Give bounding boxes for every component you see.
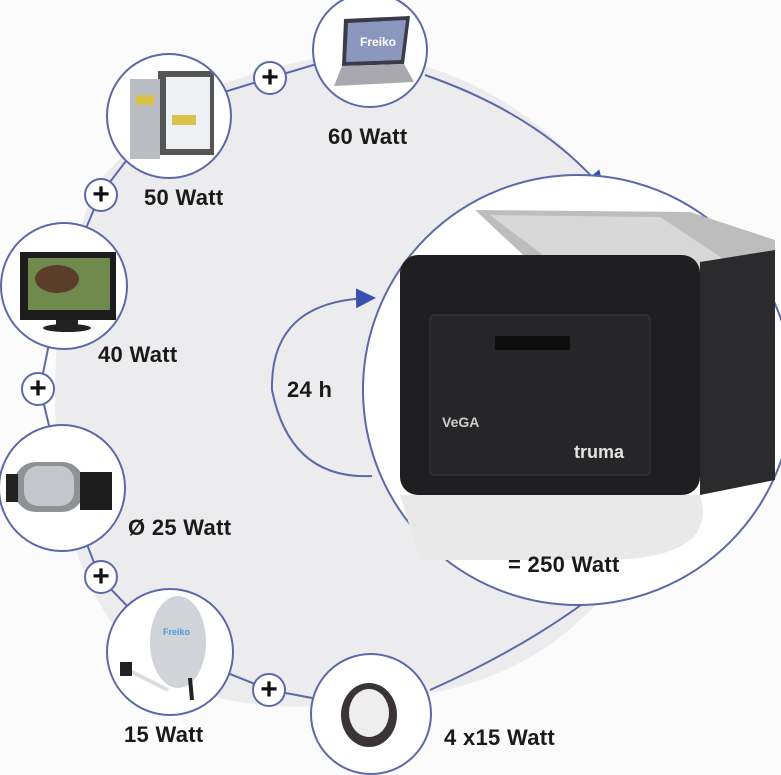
satellite-dish-icon: Freiko	[120, 596, 206, 701]
water-heater-node	[0, 424, 126, 552]
fridge-icon	[130, 71, 214, 159]
laptop-node: Freiko	[312, 0, 428, 108]
total-watt-label: = 250 Watt	[508, 552, 620, 577]
boiler-icon	[6, 462, 112, 512]
lamp-watt-label: 4 x15 Watt	[444, 725, 556, 750]
laptop-watt-label: 60 Watt	[328, 124, 408, 149]
cycle-arrow	[270, 288, 376, 478]
tv-icon	[20, 252, 116, 332]
generator-brand-logo: truma	[574, 442, 625, 462]
laptop-icon: Freiko	[334, 16, 414, 86]
arrow-to-generator	[424, 74, 605, 192]
plus-icon: +	[84, 560, 118, 594]
spotlight-icon	[341, 683, 397, 747]
plus-icon: +	[252, 673, 286, 707]
plus-icon: +	[84, 178, 118, 212]
water-heater-watt-label: Ø 25 Watt	[128, 515, 232, 540]
plus-icon: +	[21, 372, 55, 406]
svg-text:Freiko: Freiko	[360, 35, 396, 49]
fridge-node	[106, 53, 232, 179]
svg-text:Freiko: Freiko	[163, 627, 191, 637]
fridge-watt-label: 50 Watt	[144, 185, 224, 210]
lamp-node	[310, 653, 432, 775]
plus-icon: +	[253, 61, 287, 95]
generator-image	[400, 210, 775, 560]
generator-model-label: VeGA	[442, 414, 480, 430]
tv-watt-label: 40 Watt	[98, 342, 178, 367]
satellite-dish-watt-label: 15 Watt	[124, 722, 204, 747]
satellite-dish-node: Freiko	[106, 588, 234, 716]
cycle-duration-label: 24 h	[287, 377, 333, 402]
tv-node	[0, 222, 128, 350]
